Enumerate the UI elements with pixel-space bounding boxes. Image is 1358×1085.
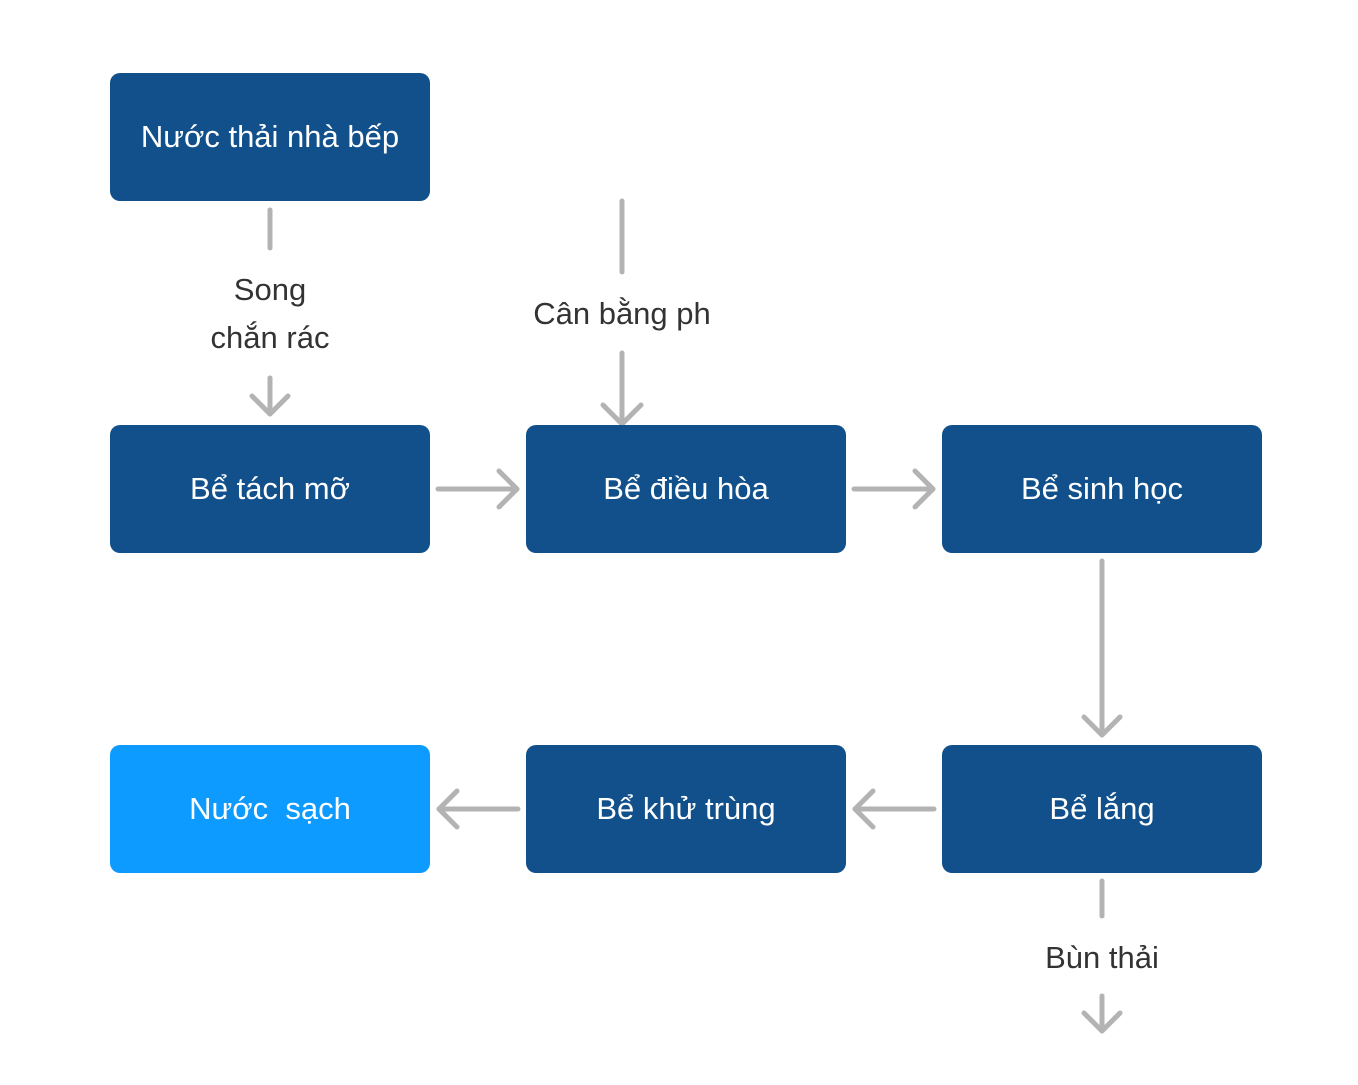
arrow-disinfection-to-clean-water <box>436 788 521 830</box>
arrow-sludge-out <box>1081 993 1123 1034</box>
node-grease-trap: Bể tách mỡ <box>110 425 430 553</box>
arrow-equalization-to-biological <box>851 468 936 510</box>
label-ph-balance: Cân bằng ph <box>533 296 711 331</box>
node-settling-tank: Bể lắng <box>942 745 1262 873</box>
label-screen-line2: chắn rác <box>210 320 330 355</box>
label-sludge: Bùn thải <box>1045 940 1159 975</box>
arrow-screen-to-grease-trap <box>249 375 291 417</box>
label-screen-line1: Song <box>233 272 307 307</box>
arrow-settling-to-disinfection <box>852 788 937 830</box>
node-biological-tank: Bể sinh học <box>942 425 1262 553</box>
node-kitchen-wastewater: Nước thải nhà bếp <box>110 73 430 201</box>
arrow-grease-to-equalization <box>435 468 520 510</box>
arrow-biological-to-settling <box>1081 558 1123 738</box>
node-equalization-tank: Bể điều hòa <box>526 425 846 553</box>
arrow-ph-to-equalization <box>600 350 644 427</box>
node-disinfection-tank: Bể khử trùng <box>526 745 846 873</box>
node-clean-water: Nước sạch <box>110 745 430 873</box>
label-screen: Song chắn rác <box>170 266 370 362</box>
